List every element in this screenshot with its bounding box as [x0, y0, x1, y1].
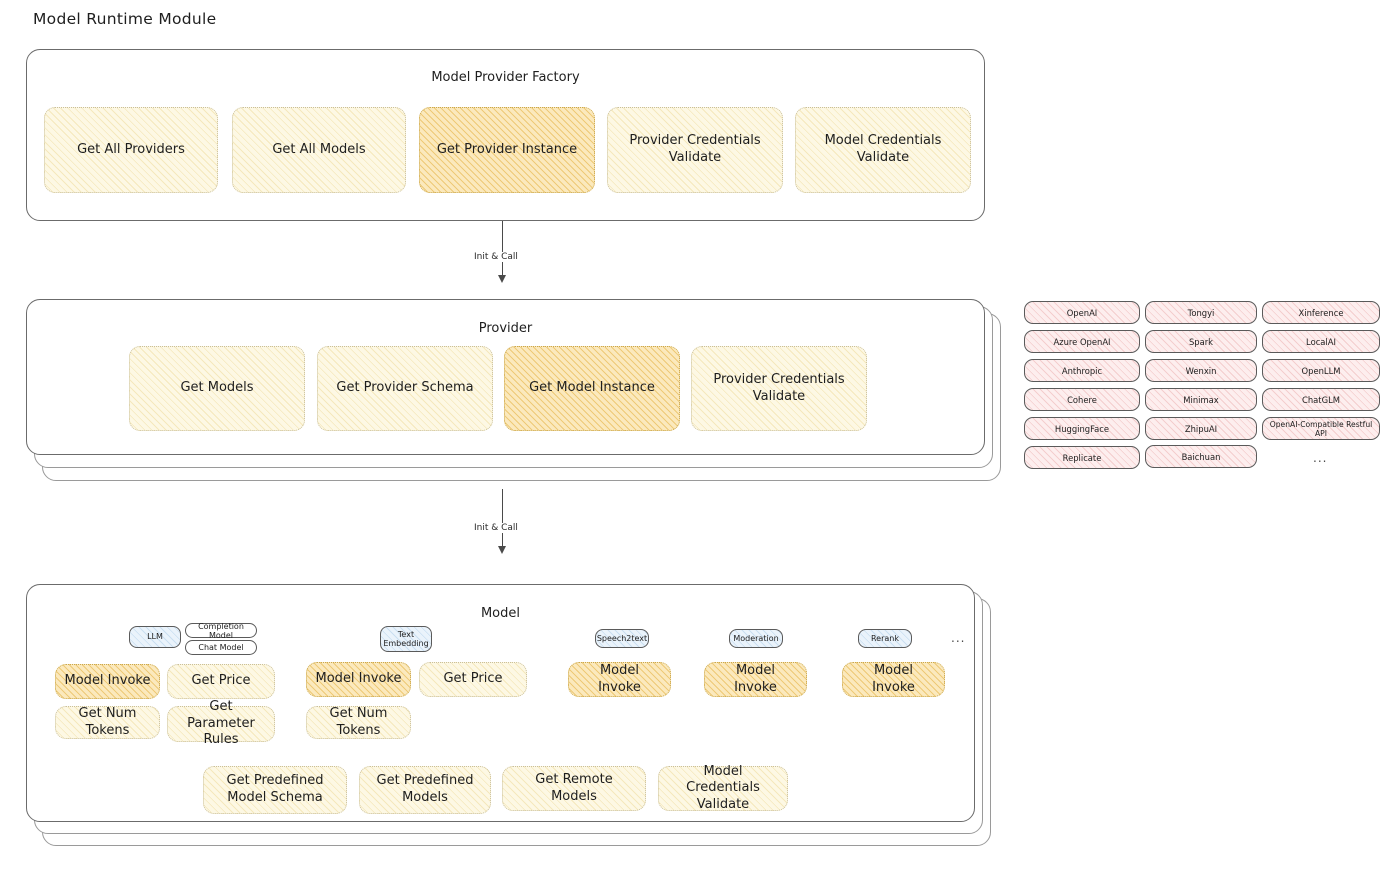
model-container: Model	[26, 584, 975, 822]
factory-node-get-provider-instance[interactable]: Get Provider Instance	[419, 107, 595, 193]
provider-chip-cohere[interactable]: Cohere	[1024, 388, 1140, 411]
provider-chip-chatglm[interactable]: ChatGLM	[1262, 388, 1380, 411]
model-type-tag-moderation[interactable]: Moderation	[729, 629, 783, 648]
arrow-provider-to-model-head	[498, 546, 506, 554]
provider-node-get-models[interactable]: Get Models	[129, 346, 305, 431]
factory-node-model-credentials-validate[interactable]: Model Credentials Validate	[795, 107, 971, 193]
provider-chip-baichuan[interactable]: Baichuan	[1145, 445, 1257, 468]
arrow-factory-to-provider-head	[498, 275, 506, 283]
provider-chip-localai[interactable]: LocalAI	[1262, 330, 1380, 353]
provider-chip-tongyi[interactable]: Tongyi	[1145, 301, 1257, 324]
model-type-tag-rerank[interactable]: Rerank	[858, 629, 912, 648]
model-subtag-chat-model[interactable]: Chat Model	[185, 640, 257, 655]
factory-title: Model Provider Factory	[431, 70, 580, 85]
provider-chip-xinference[interactable]: Xinference	[1262, 301, 1380, 324]
model-llm-node-model-invoke[interactable]: Model Invoke	[55, 664, 160, 699]
model-common-node-model-credentials-validate[interactable]: Model Credentials Validate	[658, 764, 788, 812]
provider-list: OpenAI Azure OpenAI Anthropic Cohere Hug…	[1024, 301, 1380, 476]
provider-chip-openai[interactable]: OpenAI	[1024, 301, 1140, 324]
model-llm-node-get-num-tokens[interactable]: Get Num Tokens	[55, 706, 160, 739]
provider-chip-azure-openai[interactable]: Azure OpenAI	[1024, 330, 1140, 353]
page-title: Model Runtime Module	[33, 10, 217, 28]
factory-node-get-all-models[interactable]: Get All Models	[232, 107, 406, 193]
provider-chip-wenxin[interactable]: Wenxin	[1145, 359, 1257, 382]
provider-chip-minimax[interactable]: Minimax	[1145, 388, 1257, 411]
model-moderation-node-model-invoke[interactable]: Model Invoke	[704, 662, 807, 697]
factory-node-get-all-providers[interactable]: Get All Providers	[44, 107, 218, 193]
provider-chip-huggingface[interactable]: HuggingFace	[1024, 417, 1140, 440]
provider-node-get-provider-schema[interactable]: Get Provider Schema	[317, 346, 493, 431]
model-type-tag-llm[interactable]: LLM	[129, 626, 181, 648]
model-embedding-node-get-num-tokens[interactable]: Get Num Tokens	[306, 706, 411, 739]
model-type-tag-text-embedding[interactable]: Text Embedding	[380, 626, 432, 652]
provider-chip-openai-compatible-restful-api[interactable]: OpenAI-Compatible Restful API	[1262, 417, 1380, 440]
provider-chip-zhipuai[interactable]: ZhipuAI	[1145, 417, 1257, 440]
model-llm-node-get-parameter-rules[interactable]: Get Parameter Rules	[167, 699, 275, 747]
model-common-node-get-remote-models[interactable]: Get Remote Models	[502, 766, 646, 811]
model-rerank-node-model-invoke[interactable]: Model Invoke	[842, 662, 945, 697]
provider-chip-openllm[interactable]: OpenLLM	[1262, 359, 1380, 382]
factory-node-provider-credentials-validate[interactable]: Provider Credentials Validate	[607, 107, 783, 193]
provider-chip-replicate[interactable]: Replicate	[1024, 446, 1140, 469]
arrow-factory-to-provider-label: Init & Call	[471, 252, 521, 262]
model-speech2text-node-model-invoke[interactable]: Model Invoke	[568, 662, 671, 697]
arrow-provider-to-model-line	[502, 489, 504, 551]
provider-title: Provider	[478, 321, 533, 336]
model-embedding-node-model-invoke[interactable]: Model Invoke	[306, 662, 411, 697]
model-embedding-node-get-price[interactable]: Get Price	[419, 662, 527, 697]
model-common-node-get-predefined-model-schema[interactable]: Get Predefined Model Schema	[203, 766, 347, 814]
model-common-node-get-predefined-models[interactable]: Get Predefined Models	[359, 766, 491, 814]
provider-list-more-ellipsis: ...	[1313, 451, 1328, 465]
provider-node-provider-credentials-validate[interactable]: Provider Credentials Validate	[691, 346, 867, 431]
model-type-tag-speech2text[interactable]: Speech2text	[595, 629, 649, 648]
provider-chip-spark[interactable]: Spark	[1145, 330, 1257, 353]
model-llm-node-get-price[interactable]: Get Price	[167, 664, 275, 699]
provider-node-get-model-instance[interactable]: Get Model Instance	[504, 346, 680, 431]
model-subtag-completion-model[interactable]: Completion Model	[185, 622, 257, 640]
arrow-factory-to-provider-line	[502, 221, 504, 280]
model-types-more-ellipsis: ...	[951, 631, 966, 645]
arrow-provider-to-model-label: Init & Call	[471, 523, 521, 533]
provider-chip-anthropic[interactable]: Anthropic	[1024, 359, 1140, 382]
model-title: Model	[480, 606, 521, 621]
